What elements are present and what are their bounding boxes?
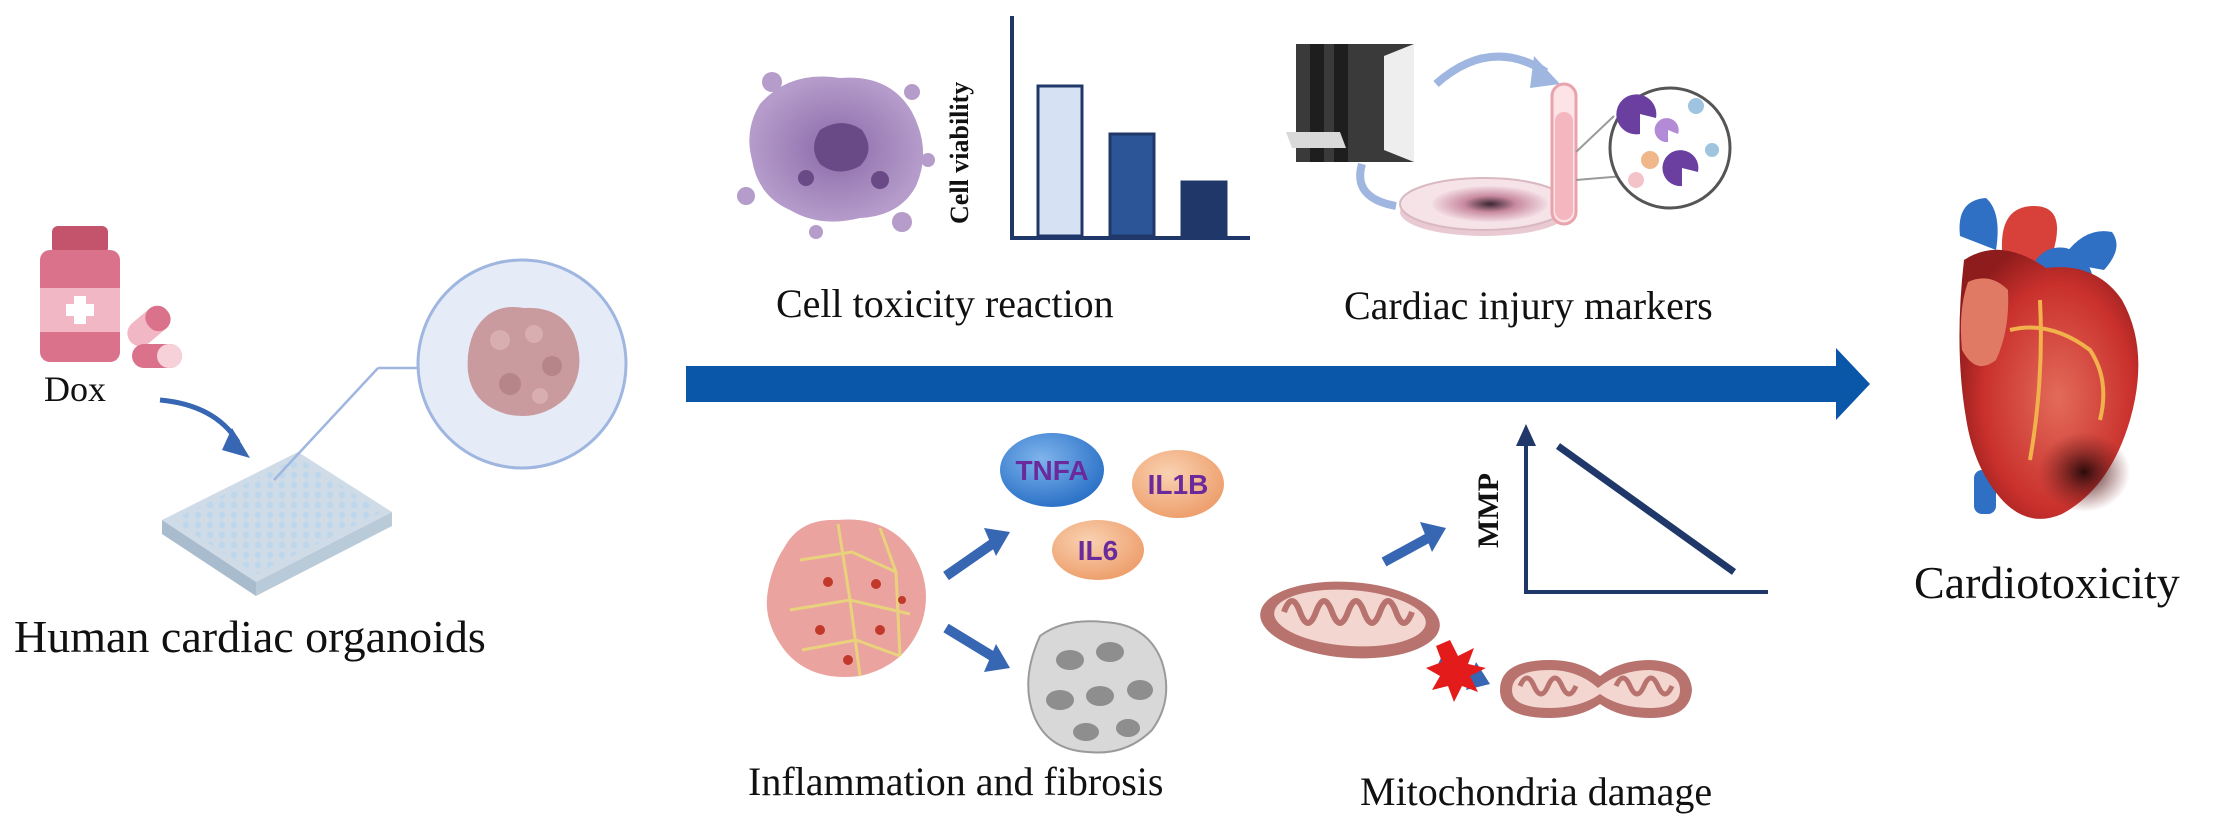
- organoid-zoom-icon: [416, 258, 628, 470]
- dying-cell-icon: [737, 72, 935, 239]
- dose-arrow: [159, 397, 241, 444]
- process-arrow: [1433, 52, 1549, 87]
- viability-ylabel: Cell viability: [945, 82, 974, 224]
- dox-bottle-icon: [40, 226, 120, 362]
- process-arrowhead-icon: [1530, 56, 1560, 88]
- tnfa-cytokine-icon: TNFA: [1000, 433, 1104, 507]
- markers-label: Cardiac injury markers: [1344, 283, 1713, 328]
- pill-icon: [132, 344, 182, 368]
- mmp-ylabel: MMP: [1472, 473, 1505, 548]
- small-arrow: [1381, 522, 1446, 567]
- il6-label: IL6: [1078, 535, 1118, 566]
- zoom-line: [1575, 115, 1615, 153]
- mmp-chart: MMP: [1472, 424, 1768, 594]
- test-tube-icon: [1550, 82, 1578, 226]
- inflammation-label: Inflammation and fibrosis: [748, 759, 1164, 804]
- analyzer-machine-icon: [1286, 44, 1414, 162]
- small-arrow: [943, 623, 1010, 672]
- viability-bar: [1108, 132, 1156, 238]
- pill-icon: [127, 305, 171, 347]
- main-flow-arrow: [686, 348, 1870, 420]
- damage-burst-icon: [1426, 640, 1486, 702]
- dose-arrowhead-icon: [222, 428, 250, 458]
- viability-chart: Cell viability: [945, 16, 1250, 240]
- fibrotic-tissue-icon: [1027, 620, 1168, 754]
- zoom-line: [273, 367, 379, 481]
- il6-cytokine-icon: IL6: [1052, 520, 1144, 580]
- mmp-trend-line: [1555, 443, 1737, 575]
- mmp-y-axis-arrowhead-icon: [1516, 424, 1536, 446]
- process-arrow: [1356, 162, 1397, 210]
- il1b-cytokine-icon: IL1B: [1132, 450, 1224, 518]
- dox-label: Dox: [44, 369, 106, 409]
- viability-bar: [1180, 180, 1228, 238]
- cardiotoxicity-label: Cardiotoxicity: [1914, 557, 2180, 608]
- cardiomyocyte-cluster-icon: [766, 519, 926, 677]
- toxicity-label: Cell toxicity reaction: [776, 281, 1114, 326]
- biomarker-magnifier-icon: [1608, 86, 1732, 210]
- mito-label: Mitochondria damage: [1360, 769, 1713, 814]
- tnfa-label: TNFA: [1015, 455, 1088, 486]
- heart-icon: [1959, 198, 2139, 519]
- small-arrow: [943, 528, 1010, 581]
- viability-bar: [1036, 84, 1084, 238]
- il1b-label: IL1B: [1148, 469, 1209, 500]
- organoids-label: Human cardiac organoids: [14, 611, 486, 662]
- damaged-mitochondrion-icon: [1500, 660, 1692, 718]
- healthy-mitochondrion-icon: [1260, 581, 1440, 659]
- petri-dish-icon: [1399, 177, 1569, 236]
- well-plate-icon: [162, 452, 392, 596]
